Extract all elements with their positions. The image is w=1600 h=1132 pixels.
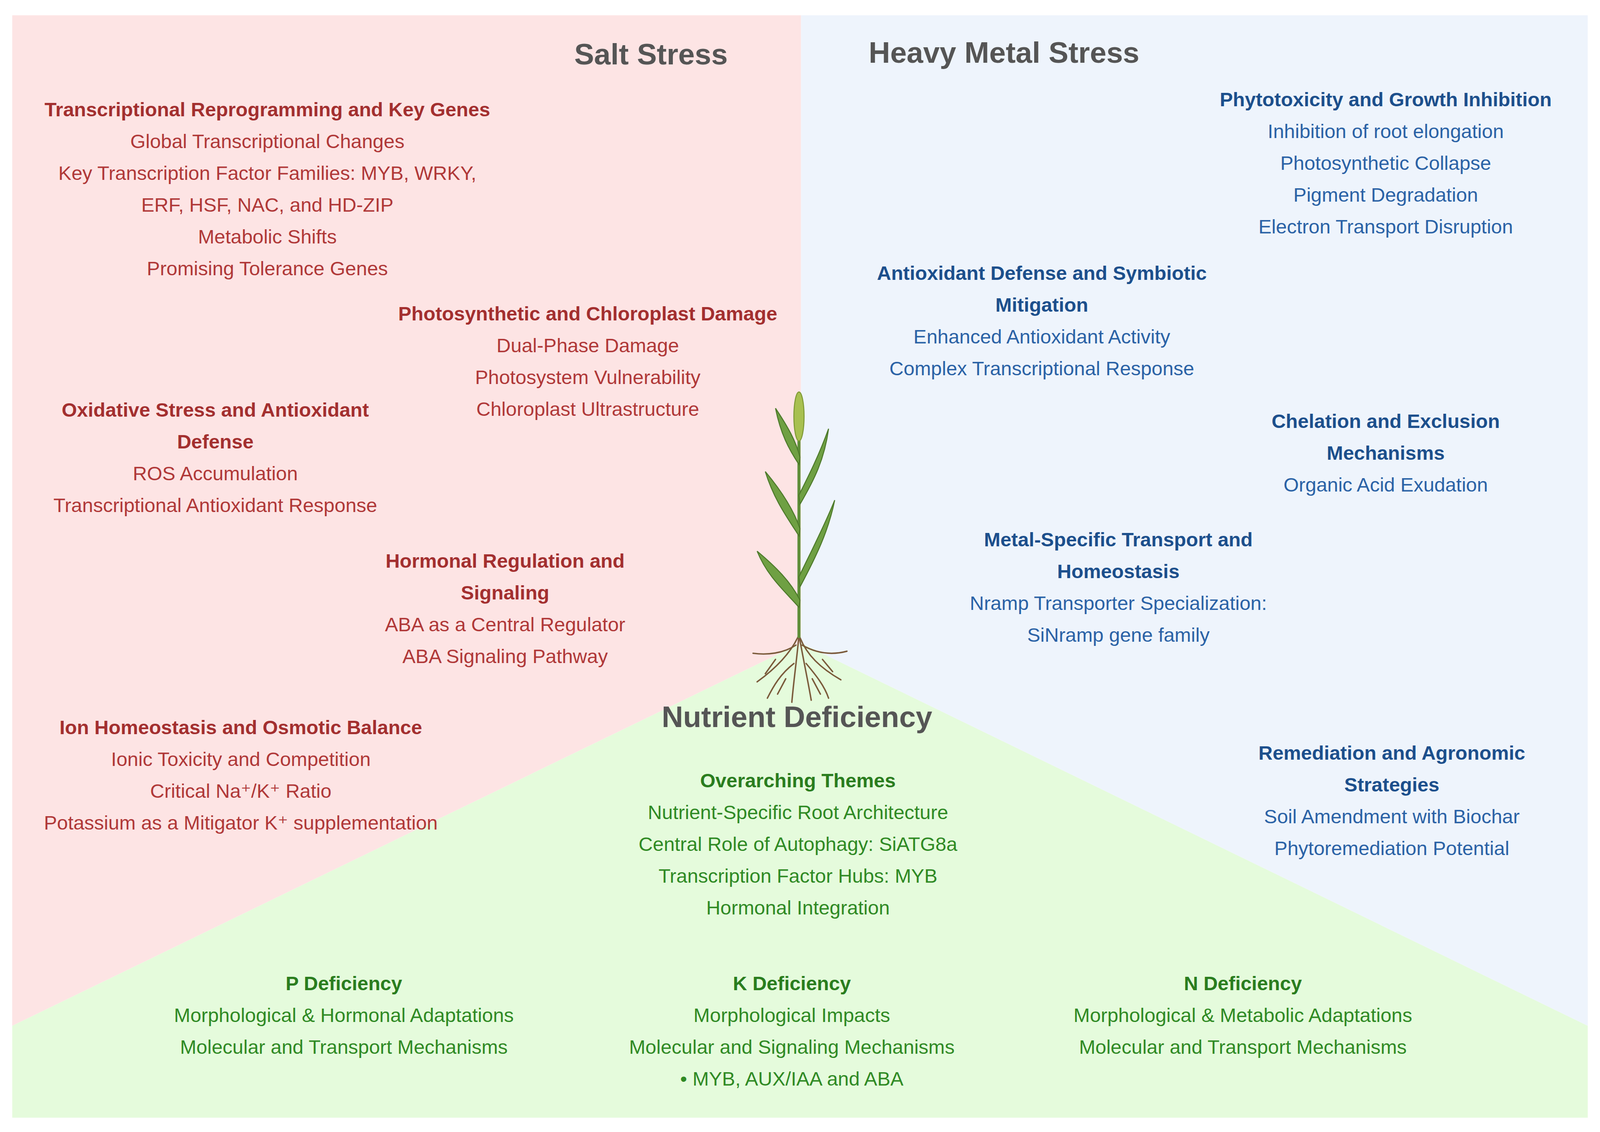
section-item: Key Transcription Factor Families: MYB, … [42, 157, 492, 221]
section-item: Phytoremediation Potential [1228, 832, 1556, 864]
section-item: Pigment Degradation [1191, 178, 1580, 211]
section-item: ABA as a Central Regulator [352, 608, 659, 641]
section-item: Electron Transport Disruption [1191, 210, 1580, 243]
section-heading: Overarching Themes [583, 764, 1013, 797]
section-item: Enhanced Antioxidant Activity [863, 320, 1221, 353]
section-item: Critical Na⁺/K⁺ Ratio [36, 774, 445, 807]
region-title: Nutrient Deficiency [511, 697, 1083, 736]
section-item: Transcriptional Antioxidant Response [21, 489, 409, 522]
section-item: Promising Tolerance Genes [42, 252, 492, 285]
section-item: Photosystem Vulnerability [373, 361, 803, 394]
section-heading: Transcriptional Reprogramming and Key Ge… [42, 93, 492, 126]
section-item: Central Role of Autophagy: SiATG8a [583, 828, 1013, 860]
section-item: Potassium as a Mitigator K⁺ supplementat… [36, 806, 445, 839]
section-item: Molecular and Transport Mechanisms [1048, 1030, 1437, 1063]
section-item: Molecular and Transport Mechanisms [150, 1030, 538, 1063]
section-heading: Hormonal Regulation and Signaling [352, 544, 659, 609]
section-item: Global Transcriptional Changes [42, 125, 492, 158]
section-item: Metabolic Shifts [42, 220, 492, 253]
region-fill [12, 642, 1588, 1118]
section-item: ABA Signaling Pathway [352, 640, 659, 673]
section-heading: N Deficiency [1048, 967, 1437, 1000]
section-item: Complex Transcriptional Response [863, 352, 1221, 385]
section-item: Morphological & Metabolic Adaptations [1048, 999, 1437, 1031]
section-item: Chloroplast Ultrastructure [373, 393, 803, 425]
section-item: Hormonal Integration [583, 891, 1013, 924]
section-heading: P Deficiency [150, 967, 538, 1000]
section-item: Transcription Factor Hubs: MYB [583, 859, 1013, 892]
section-heading: Phytotoxicity and Growth Inhibition [1191, 83, 1580, 116]
region-title: Heavy Metal Stress [748, 33, 1260, 72]
section-item: Photosynthetic Collapse [1191, 147, 1580, 179]
section-item: Ionic Toxicity and Competition [36, 743, 445, 775]
section-heading: Antioxidant Defense and Symbiotic Mitiga… [863, 257, 1221, 321]
section-heading: Ion Homeostasis and Osmotic Balance [36, 711, 445, 744]
section-item: Inhibition of root elongation [1191, 115, 1580, 148]
section-item: Morphological Impacts [587, 999, 996, 1031]
section-item: Dual-Phase Damage [373, 329, 803, 362]
section-item: ROS Accumulation [21, 457, 409, 490]
section-item: Molecular and Signaling Mechanisms [587, 1030, 996, 1063]
section-item: Organic Acid Exudation [1242, 468, 1529, 501]
section-heading: Photosynthetic and Chloroplast Damage [373, 297, 803, 330]
section-item: Soil Amendment with Biochar [1228, 800, 1556, 833]
section-heading: Metal-Specific Transport and Homeostasis [934, 523, 1302, 588]
section-heading: Chelation and Exclusion Mechanisms [1242, 405, 1529, 469]
section-heading: Remediation and Agronomic Strategies [1228, 736, 1556, 801]
section-item: • MYB, AUX/IAA and ABA [587, 1062, 996, 1095]
section-item: Morphological & Hormonal Adaptations [150, 999, 538, 1031]
region-title: Salt Stress [436, 35, 866, 74]
section-item: Nutrient-Specific Root Architecture [583, 796, 1013, 829]
section-item: Nramp Transporter Specialization: SiNram… [934, 587, 1302, 651]
section-heading: K Deficiency [587, 967, 996, 1000]
section-heading: Oxidative Stress and Antioxidant Defense [21, 393, 409, 458]
